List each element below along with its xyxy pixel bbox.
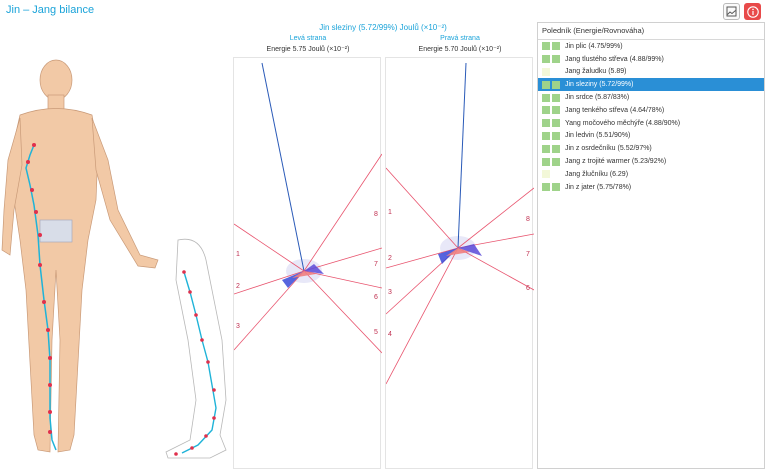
info-button[interactable] bbox=[744, 3, 761, 20]
status-swatch bbox=[552, 170, 560, 178]
image-icon bbox=[726, 6, 737, 17]
status-swatch bbox=[552, 55, 560, 64]
chart-title: Jin sleziny (5.72/99%) Joulů (×10⁻²) bbox=[319, 23, 447, 32]
status-swatch bbox=[542, 106, 550, 115]
status-swatch bbox=[542, 80, 550, 89]
meridian-list-item[interactable]: Jin srdce (5.87/83%) bbox=[538, 91, 764, 104]
ray-label: 6 bbox=[374, 294, 378, 301]
meridian-list-item[interactable]: Jang tlustého střeva (4.88/99%) bbox=[538, 53, 764, 66]
ray-label: 4 bbox=[388, 331, 392, 338]
status-swatch bbox=[542, 55, 550, 64]
meridian-label: Jang tlustého střeva (4.88/99%) bbox=[565, 55, 664, 63]
status-swatch bbox=[542, 170, 550, 179]
right-balance-panel: 1 2 3 4 8 7 6 bbox=[385, 57, 534, 469]
left-energy-label: Energie 5.75 Joulů (×10⁻²) bbox=[266, 46, 350, 53]
right-energy-label: Energie 5.70 Joulů (×10⁻²) bbox=[418, 46, 502, 53]
ray-label: 2 bbox=[388, 255, 392, 262]
status-swatch bbox=[552, 119, 560, 128]
status-swatch bbox=[552, 93, 560, 102]
meridian-label: Jang žaludku (5.89) bbox=[565, 68, 627, 76]
status-swatch bbox=[552, 68, 560, 76]
ray-label: 7 bbox=[374, 261, 378, 268]
front-body-figure bbox=[1, 59, 159, 453]
meridian-list-item[interactable]: Jang žlučníku (6.29) bbox=[538, 168, 764, 181]
meridian-list-item[interactable]: Jang tenkého střeva (4.64/78%) bbox=[538, 104, 764, 117]
meridian-label: Jin ledvin (5.51/90%) bbox=[565, 132, 631, 140]
ray-label: 5 bbox=[374, 329, 378, 336]
meridian-list: Poledník (Energie/Rovnováha) Jin plic (4… bbox=[537, 22, 765, 469]
status-swatch bbox=[552, 42, 560, 51]
ray-label: 1 bbox=[388, 209, 392, 216]
ray-label: 7 bbox=[526, 251, 530, 258]
front-meridian-points bbox=[26, 143, 52, 434]
status-swatch bbox=[552, 144, 560, 153]
info-icon bbox=[746, 5, 759, 18]
status-swatch bbox=[542, 183, 550, 192]
meridian-list-header: Poledník (Energie/Rovnováha) bbox=[538, 23, 764, 40]
meridian-list-item[interactable]: Jin z jater (5.75/78%) bbox=[538, 181, 764, 194]
status-swatch bbox=[552, 131, 560, 140]
ray-label: 6 bbox=[526, 285, 530, 292]
status-swatch bbox=[552, 183, 560, 192]
status-swatch bbox=[542, 67, 550, 76]
status-swatch bbox=[542, 93, 550, 102]
meridian-list-item[interactable]: Jang z trojité warmer (5.23/92%) bbox=[538, 155, 764, 168]
meridian-label: Jang z trojité warmer (5.23/92%) bbox=[565, 158, 667, 166]
status-swatch bbox=[552, 80, 560, 89]
page-title: Jin – Jang bilance bbox=[6, 4, 95, 16]
body-illustration bbox=[0, 40, 232, 469]
side-meridian-line bbox=[181, 271, 217, 454]
image-button[interactable] bbox=[723, 3, 740, 20]
meridian-list-item[interactable]: Jin plic (4.75/99%) bbox=[538, 40, 764, 53]
ray-label: 3 bbox=[388, 289, 392, 296]
status-swatch bbox=[542, 42, 550, 51]
left-side-label: Levá strana bbox=[289, 35, 327, 42]
meridian-label: Jin srdce (5.87/83%) bbox=[565, 94, 630, 102]
side-leg-figure bbox=[165, 238, 227, 459]
status-swatch bbox=[552, 106, 560, 115]
meridian-list-item[interactable]: Jin z osrdečníku (5.52/97%) bbox=[538, 142, 764, 155]
meridian-list-item[interactable]: Jin sleziny (5.72/99%) bbox=[538, 78, 764, 92]
right-side-label: Pravá strana bbox=[440, 35, 480, 42]
meridian-list-item[interactable]: Jin ledvin (5.51/90%) bbox=[538, 130, 764, 143]
status-swatch bbox=[542, 144, 550, 153]
meridian-label: Jin z osrdečníku (5.52/97%) bbox=[565, 145, 652, 153]
meridian-label: Jin z jater (5.75/78%) bbox=[565, 183, 632, 191]
status-swatch bbox=[542, 131, 550, 140]
meridian-list-item[interactable]: Yang močového měchýře (4.88/90%) bbox=[538, 117, 764, 130]
left-balance-panel: 1 2 3 8 7 6 5 bbox=[233, 57, 382, 469]
status-swatch bbox=[542, 157, 550, 166]
meridian-list-item[interactable]: Jang žaludku (5.89) bbox=[538, 66, 764, 79]
status-swatch bbox=[542, 119, 550, 128]
meridian-label: Jang tenkého střeva (4.64/78%) bbox=[565, 106, 665, 114]
meridian-label: Jin plic (4.75/99%) bbox=[565, 42, 623, 50]
side-meridian-points bbox=[174, 270, 216, 456]
ray-label: 8 bbox=[526, 216, 530, 223]
ray-label: 1 bbox=[236, 251, 240, 258]
ray-label: 3 bbox=[236, 323, 240, 330]
status-swatch bbox=[552, 157, 560, 166]
ray-label: 2 bbox=[236, 283, 240, 290]
meridian-label: Jang žlučníku (6.29) bbox=[565, 170, 629, 178]
meridian-label: Yang močového měchýře (4.88/90%) bbox=[565, 119, 681, 127]
meridian-label: Jin sleziny (5.72/99%) bbox=[565, 81, 634, 89]
ray-label: 8 bbox=[374, 211, 378, 218]
